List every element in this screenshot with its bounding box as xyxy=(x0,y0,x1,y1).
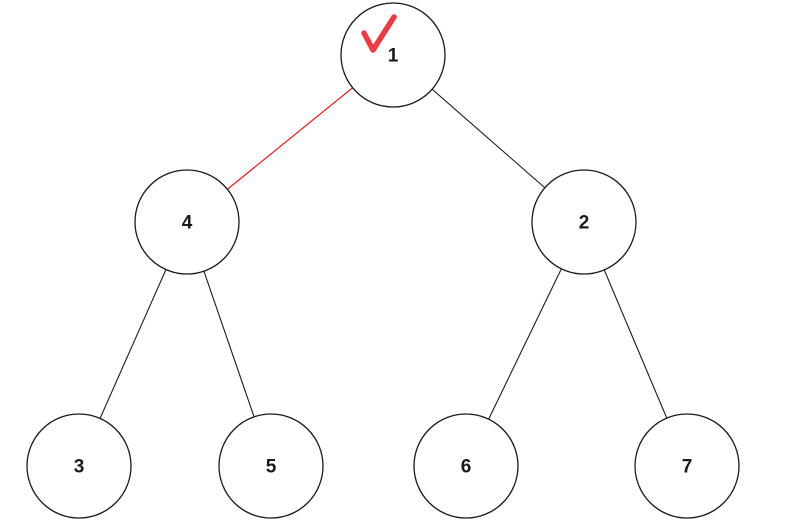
tree-node-7: 7 xyxy=(634,413,740,519)
node-label-1: 1 xyxy=(388,46,399,67)
tree-node-5: 5 xyxy=(218,413,324,519)
tree-node-4: 4 xyxy=(134,169,240,275)
tree-node-3: 3 xyxy=(26,413,132,519)
node-label-4: 4 xyxy=(182,213,193,234)
tree-node-6: 6 xyxy=(413,413,519,519)
tree-node-1: 1 xyxy=(340,2,446,108)
node-label-6: 6 xyxy=(461,457,472,478)
node-label-2: 2 xyxy=(579,213,590,234)
tree-node-2: 2 xyxy=(531,169,637,275)
annotations-layer xyxy=(361,14,397,53)
nodes-layer: 1 4 2 3 5 6 7 xyxy=(26,2,740,519)
node-label-5: 5 xyxy=(266,457,277,478)
node-circle-2 xyxy=(531,169,637,275)
node-circle-6 xyxy=(413,413,519,519)
node-circle-7 xyxy=(634,413,740,519)
node-circle-3 xyxy=(26,413,132,519)
node-circle-5 xyxy=(218,413,324,519)
node-label-3: 3 xyxy=(74,457,85,478)
node-circle-1 xyxy=(340,2,446,108)
node-circle-4 xyxy=(134,169,240,275)
node-label-7: 7 xyxy=(682,457,693,478)
check-icon xyxy=(361,14,397,53)
